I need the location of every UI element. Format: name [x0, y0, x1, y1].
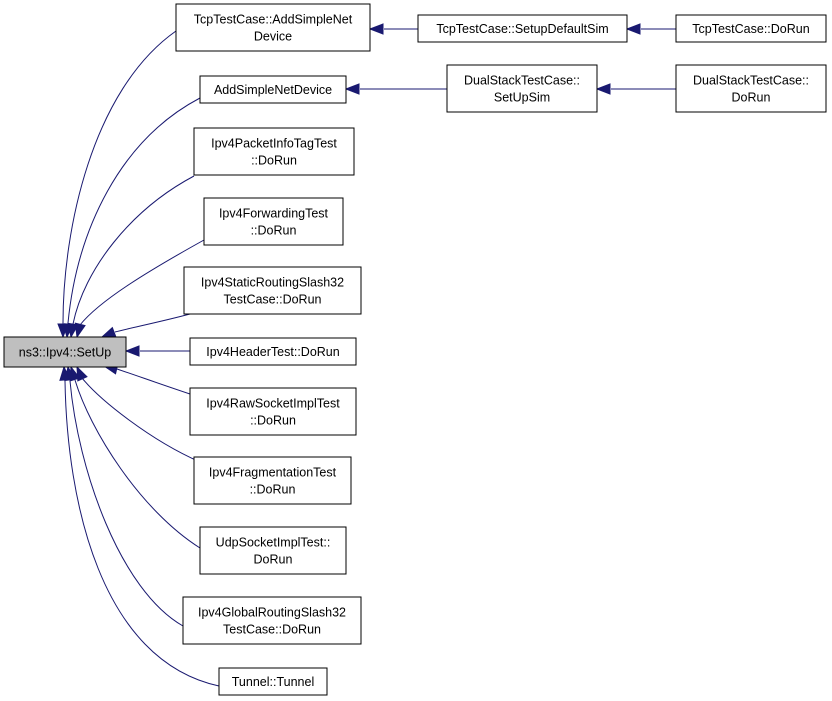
node-box-tunnel [218, 667, 328, 696]
arrowhead-dual_dorun-to-dual_setup [595, 83, 611, 95]
node-label-pkt-info-line-1: Ipv4PacketInfoTagTest [211, 137, 337, 151]
node-box-forwarding [203, 197, 344, 246]
node-box-udp-socket [199, 526, 347, 575]
node-label-add-simple-line-1: AddSimpleNetDevice [214, 83, 332, 97]
node-pkt-info[interactable]: Ipv4PacketInfoTagTest::DoRun [193, 127, 355, 176]
arrowhead-tunnel-to-setup [59, 365, 71, 381]
node-box-static-routing [183, 266, 362, 315]
node-box-tcp-setup [417, 14, 628, 43]
edge-static_routing-to-setup [114, 313, 191, 333]
node-header[interactable]: Ipv4HeaderTest::DoRun [189, 337, 357, 366]
node-tcp-dorun[interactable]: TcpTestCase::DoRun [675, 14, 827, 43]
edge-tunnel-to-setup [64, 380, 220, 687]
edge-add_simple-to-setup [67, 97, 201, 324]
node-label-tunnel-line-1: Tunnel::Tunnel [232, 675, 314, 689]
call-edges [57, 23, 676, 687]
edge-forwarding-to-setup [79, 239, 205, 326]
node-label-udp-socket-line-1: UdpSocketImplTest:: [216, 536, 331, 550]
node-label-dual-dorun-line-1: DualStackTestCase:: [693, 74, 809, 88]
node-label-global-routing-line-2: TestCase::DoRun [223, 623, 321, 637]
node-label-header-line-1: Ipv4HeaderTest::DoRun [206, 345, 339, 359]
node-label-dual-setup-line-2: SetUpSim [494, 91, 550, 105]
node-raw-socket[interactable]: Ipv4RawSocketImplTest::DoRun [189, 387, 357, 436]
node-label-dual-dorun-line-2: DoRun [732, 91, 771, 105]
node-label-dual-setup-line-1: DualStackTestCase:: [464, 74, 580, 88]
node-label-fragmentation-line-1: Ipv4FragmentationTest [209, 466, 337, 480]
node-label-global-routing-line-1: Ipv4GlobalRoutingSlash32 [198, 606, 346, 620]
node-box-pkt-info [193, 127, 355, 176]
node-box-header [189, 337, 357, 366]
node-udp-socket[interactable]: UdpSocketImplTest::DoRun [199, 526, 347, 575]
node-add-simple[interactable]: AddSimpleNetDevice [199, 75, 347, 104]
node-box-add-simple [199, 75, 347, 104]
node-label-raw-socket-line-1: Ipv4RawSocketImplTest [206, 397, 340, 411]
edge-udp_socket-to-setup [74, 379, 201, 549]
arrowhead-tcp_dorun-to-tcp_setup [625, 23, 641, 35]
node-label-tcp-add-line-1: TcpTestCase::AddSimpleNet [194, 13, 353, 27]
node-label-setup-line-1: ns3::Ipv4::SetUp [19, 346, 111, 360]
node-box-dual-dorun [675, 64, 827, 113]
node-forwarding[interactable]: Ipv4ForwardingTest::DoRun [203, 197, 344, 246]
edge-fragmentation-to-setup [81, 377, 201, 463]
node-tcp-add[interactable]: TcpTestCase::AddSimpleNetDevice [175, 3, 371, 52]
arrowhead-static_routing-to-setup [100, 326, 117, 338]
node-label-forwarding-line-2: ::DoRun [251, 224, 297, 238]
node-label-pkt-info-line-2: ::DoRun [251, 154, 297, 168]
node-box-raw-socket [189, 387, 357, 436]
node-label-raw-socket-line-2: ::DoRun [250, 414, 296, 428]
node-label-tcp-dorun-line-1: TcpTestCase::DoRun [692, 22, 809, 36]
edge-global_routing-to-setup [69, 380, 184, 627]
node-label-static-routing-line-1: Ipv4StaticRoutingSlash32 [201, 276, 344, 290]
node-setup: ns3::Ipv4::SetUp [3, 336, 127, 368]
node-dual-setup[interactable]: DualStackTestCase::SetUpSim [446, 64, 598, 113]
edge-pkt_info-to-setup [72, 175, 195, 325]
arrowhead-dual_setup-to-add_simple [344, 83, 360, 95]
node-box-tcp-dorun [675, 14, 827, 43]
arrowhead-forwarding-to-setup [74, 322, 86, 339]
node-label-static-routing-line-2: TestCase::DoRun [224, 293, 322, 307]
node-box-dual-setup [446, 64, 598, 113]
node-tcp-setup[interactable]: TcpTestCase::SetupDefaultSim [417, 14, 628, 43]
node-label-forwarding-line-1: Ipv4ForwardingTest [219, 207, 329, 221]
arrowhead-header-to-setup [124, 345, 140, 357]
node-dual-dorun[interactable]: DualStackTestCase::DoRun [675, 64, 827, 113]
node-box-tcp-add [175, 3, 371, 52]
node-box-global-routing [182, 596, 362, 645]
node-box-fragmentation [193, 456, 352, 505]
edge-raw_socket-to-setup [116, 368, 191, 395]
call-nodes: ns3::Ipv4::SetUp TcpTestCase::AddSimpleNe… [3, 3, 827, 696]
node-label-tcp-add-line-2: Device [254, 30, 292, 44]
arrowhead-tcp_setup-to-tcp_add [368, 23, 384, 35]
edge-tcp_add-to-setup [62, 30, 177, 324]
node-fragmentation[interactable]: Ipv4FragmentationTest::DoRun [193, 456, 352, 505]
node-label-udp-socket-line-2: DoRun [254, 553, 293, 567]
node-label-fragmentation-line-2: ::DoRun [250, 483, 296, 497]
node-label-tcp-setup-line-1: TcpTestCase::SetupDefaultSim [436, 22, 608, 36]
node-tunnel[interactable]: Tunnel::Tunnel [218, 667, 328, 696]
node-box-setup [3, 336, 127, 368]
